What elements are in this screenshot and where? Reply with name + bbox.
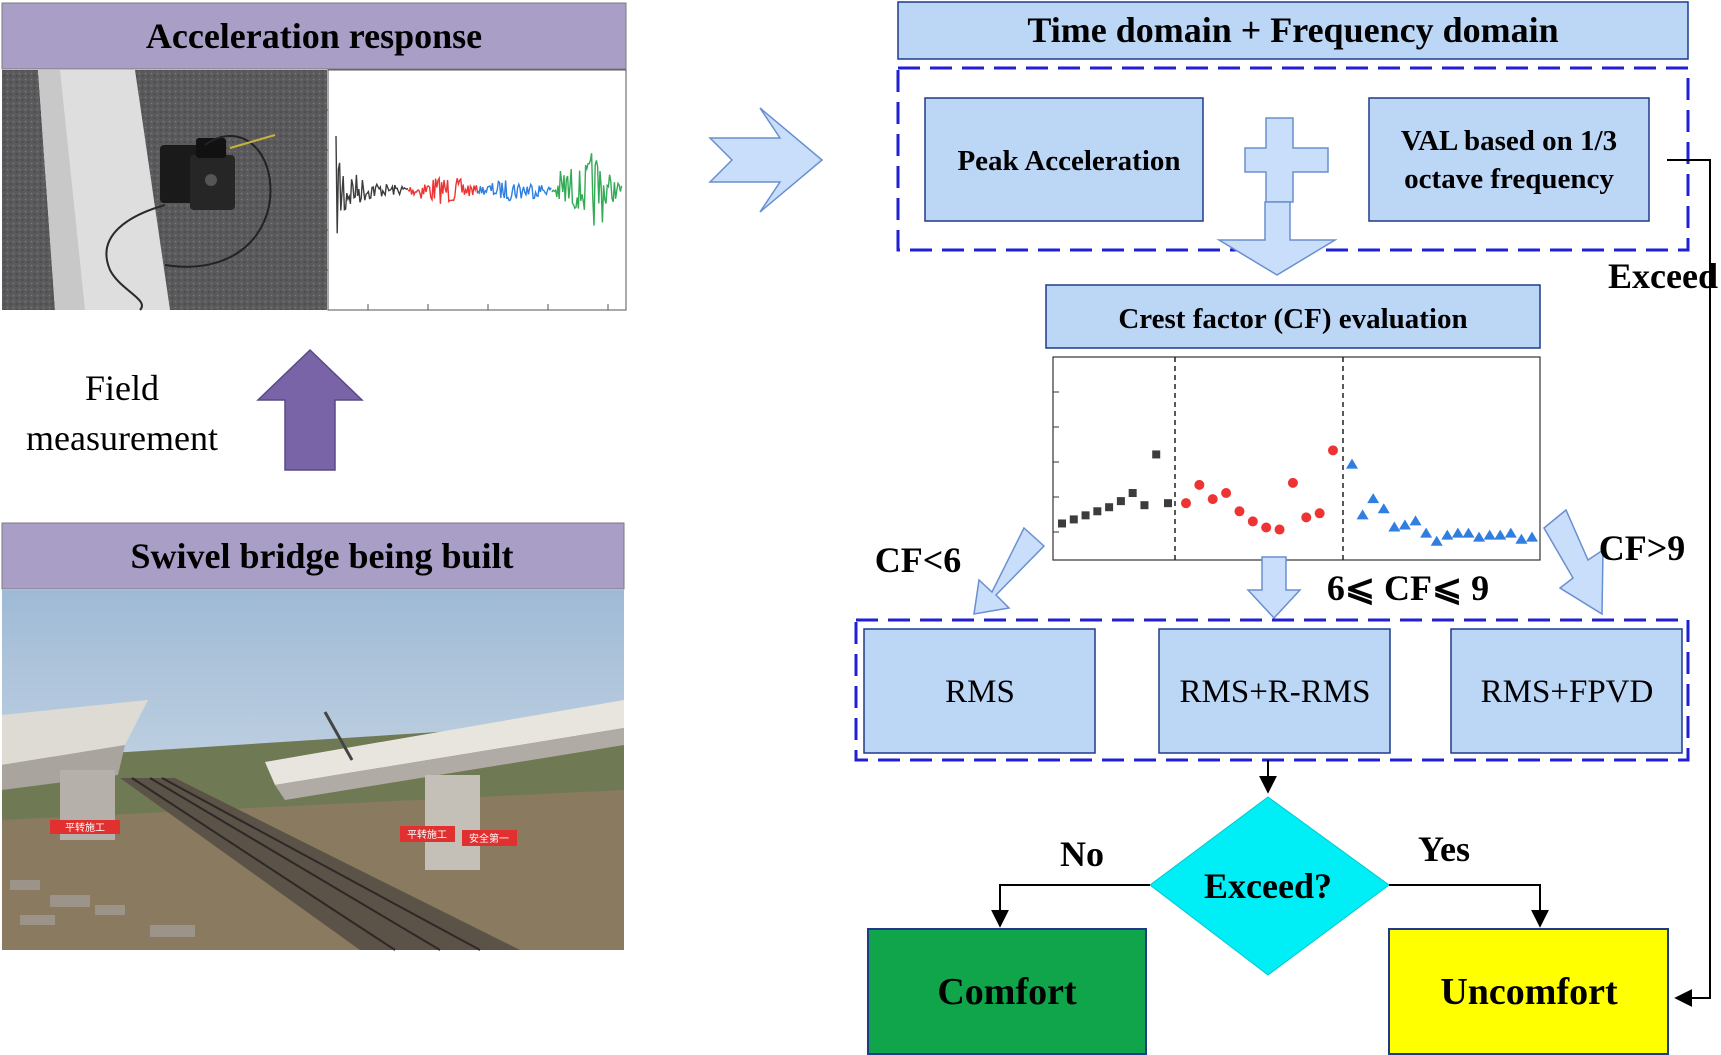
cf-high-arrow-icon [1543, 508, 1604, 616]
yes-label: Yes [1418, 829, 1470, 869]
field-label-line1: Field [85, 368, 159, 408]
cf-point-triangle [1430, 535, 1443, 546]
comfort-box [867, 928, 1147, 1055]
yes-connector [1389, 884, 1549, 928]
cf-point-triangle [1515, 533, 1528, 544]
plus-icon [1244, 117, 1329, 203]
cf-high-label: CF>9 [1599, 528, 1686, 568]
cf-point-square [1152, 450, 1161, 459]
cf-point-square [1093, 507, 1102, 516]
cf-point-square [1058, 519, 1066, 528]
sensor-photo [2, 70, 327, 311]
val-box [1368, 97, 1650, 222]
domain-title: Time domain + Frequency domain [1027, 10, 1558, 50]
methods-group [854, 618, 1690, 762]
crest-factor-label: Crest factor (CF) evaluation [1118, 303, 1467, 335]
cf-point-circle [1221, 488, 1232, 499]
cf-point-triangle [1367, 493, 1380, 504]
cf-point-circle [1261, 522, 1272, 533]
banner-text-1: 平转施工 [65, 821, 105, 834]
cf-scatter-chart [1052, 356, 1541, 561]
cf-point-circle [1234, 506, 1245, 517]
uncomfort-label: Uncomfort [1440, 971, 1618, 1013]
rms-rrms-box [1158, 628, 1391, 754]
cf-point-triangle [1494, 529, 1507, 540]
cf-point-circle [1287, 477, 1298, 488]
val-label-line2: octave frequency [1404, 163, 1614, 195]
cf-point-triangle [1504, 527, 1517, 538]
exceed-connector [1667, 159, 1711, 1007]
cf-point-triangle [1420, 527, 1433, 538]
cf-point-triangle [1388, 521, 1401, 532]
cf-mid-label: 6⩽ CF⩽ 9 [1327, 568, 1489, 608]
cf-point-triangle [1409, 515, 1422, 526]
acceleration-header [1, 2, 627, 70]
cf-point-triangle [1377, 503, 1390, 514]
cf-point-circle [1207, 494, 1218, 505]
bridge-header [1, 522, 625, 590]
crest-factor-box [1045, 284, 1541, 349]
cf-point-circle [1247, 516, 1258, 527]
acceleration-signal-plot [322, 69, 627, 311]
signal-segment-3 [477, 180, 552, 202]
right-chevron-icon [708, 107, 824, 213]
rms-fpvd-label: RMS+FPVD [1481, 674, 1654, 710]
domain-header [897, 1, 1689, 60]
cf-point-square [1081, 511, 1090, 520]
no-label: No [1060, 834, 1104, 874]
cf-point-circle [1274, 524, 1285, 535]
cf-point-triangle [1451, 527, 1464, 538]
cf-mid-arrow-icon [1246, 556, 1302, 620]
banner-text-2: 平转施工 [407, 828, 447, 841]
rms-fpvd-box [1450, 628, 1683, 754]
cf-point-triangle [1462, 527, 1475, 538]
signal-segment-4 [551, 153, 623, 226]
exceed-side-label: Exceed [1608, 256, 1718, 296]
peak-acceleration-box [924, 97, 1204, 222]
banner-text-3: 安全第一 [469, 832, 509, 845]
cf-point-circle [1314, 508, 1325, 519]
bridge-title: Swivel bridge being built [130, 536, 513, 576]
decision-label: Exceed? [1204, 866, 1332, 906]
up-arrow-icon [256, 348, 364, 471]
cf-point-square [1128, 489, 1137, 498]
cf-point-triangle [1398, 519, 1411, 530]
cf-point-triangle [1346, 458, 1358, 469]
cf-point-triangle [1441, 529, 1454, 540]
cf-point-square [1164, 499, 1172, 508]
cf-point-circle [1301, 512, 1312, 523]
acceleration-title: Acceleration response [146, 16, 482, 56]
decision-diamond [1149, 796, 1390, 976]
cf-point-square [1116, 497, 1125, 506]
rms-box [863, 628, 1096, 754]
cf-chart-frame [1052, 356, 1541, 561]
rms-rrms-label: RMS+R-RMS [1179, 674, 1370, 710]
down-arrow-icon [1216, 201, 1338, 276]
cf-low-label: CF<6 [875, 540, 962, 580]
peak-acceleration-label: Peak Acceleration [957, 145, 1180, 177]
no-connector [991, 884, 1150, 928]
uncomfort-box [1388, 928, 1669, 1055]
signal-segment-1 [335, 135, 409, 234]
signal-segment-2 [407, 175, 479, 204]
val-label-line1: VAL based on 1/3 [1401, 125, 1617, 157]
bridge-photo: 平转施工 平转施工 安全第一 [2, 590, 624, 951]
rms-label: RMS [945, 674, 1015, 710]
cf-point-square [1140, 501, 1149, 510]
cf-point-triangle [1483, 529, 1496, 540]
cf-point-circle [1194, 479, 1205, 490]
cf-point-triangle [1526, 531, 1538, 542]
cf-point-triangle [1473, 531, 1486, 542]
field-label-line2: measurement [26, 418, 218, 458]
cf-point-circle [1181, 498, 1191, 509]
cf-point-square [1069, 515, 1078, 524]
cf-low-arrow-icon [973, 526, 1046, 615]
cf-point-triangle [1356, 509, 1369, 520]
cf-point-square [1105, 503, 1114, 512]
comfort-label: Comfort [937, 971, 1077, 1013]
cf-point-circle [1328, 445, 1338, 456]
